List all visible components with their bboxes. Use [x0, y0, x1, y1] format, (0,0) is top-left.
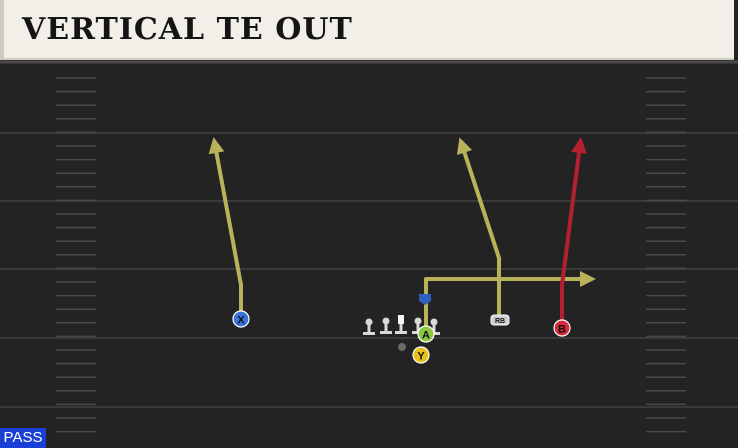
center-icon — [395, 315, 407, 334]
yard-lines — [0, 132, 738, 408]
route-x-vertical — [208, 137, 243, 317]
route-b-vertical-primary — [560, 137, 587, 325]
route-rb-vertical — [456, 137, 501, 317]
player-a-label: A — [422, 330, 430, 342]
player-x[interactable]: X — [232, 310, 250, 328]
route-a-out — [424, 271, 596, 330]
title-accent — [0, 0, 4, 60]
title-bar: VERTICAL TE OUT — [0, 0, 738, 60]
player-x-label: X — [237, 315, 245, 327]
player-rb[interactable]: RB — [490, 314, 510, 326]
player-a[interactable]: A — [417, 325, 435, 343]
play-diagram-field: X A Y RB B — [0, 60, 738, 448]
qb-dot — [398, 343, 406, 351]
player-y-label: Y — [417, 351, 425, 363]
player-y[interactable]: Y — [412, 346, 430, 364]
player-b[interactable]: B — [553, 319, 571, 337]
lineman-icon — [380, 317, 392, 334]
field-background — [0, 60, 738, 448]
play-title: VERTICAL TE OUT — [22, 12, 353, 47]
lineman-icon — [363, 318, 375, 335]
hash-marks — [56, 77, 686, 433]
play-type-badge: PASS — [0, 428, 46, 448]
routes — [208, 137, 596, 330]
qb-marker-icon — [419, 294, 431, 305]
player-b-label: B — [558, 324, 566, 336]
title-card: VERTICAL TE OUT — [4, 0, 734, 60]
player-rb-label: RB — [495, 318, 505, 325]
